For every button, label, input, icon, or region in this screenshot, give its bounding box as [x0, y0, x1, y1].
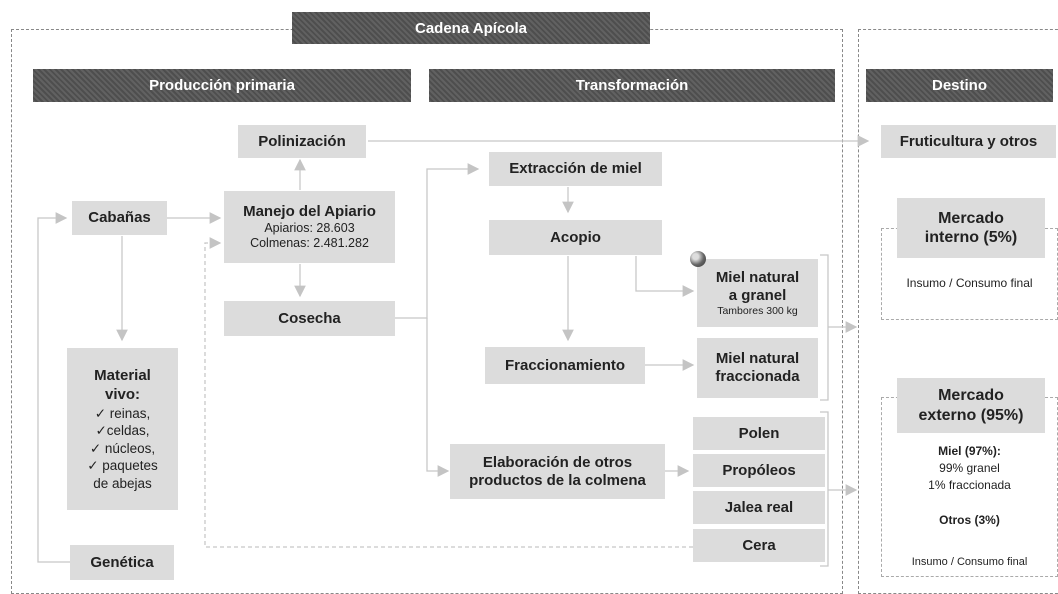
node-polen-label: Polen [738, 424, 780, 442]
material-line2: vivo: [104, 386, 140, 404]
miel-granel-sub: Tambores 300 kg [717, 304, 798, 317]
miel-fraccionada-line1: Miel natural [715, 350, 800, 367]
node-jalea-label: Jalea real [724, 498, 794, 516]
section-header-transformacion: Transformación [429, 69, 835, 102]
miel-fraccionada-line2: fraccionada [715, 368, 800, 385]
node-cabanas-label: Cabañas [88, 209, 151, 226]
page-title: Cadena Apícola [292, 12, 650, 44]
section-header-produccion: Producción primaria [33, 69, 411, 102]
mercado-externo-line2: externo (95%) [918, 406, 1024, 424]
node-fraccionamiento-label: Fraccionamiento [504, 356, 626, 374]
node-polinizacion: Polinización [238, 125, 366, 158]
material-item-nucleos: ✓ núcleos, [89, 440, 156, 456]
node-elaboracion: Elaboración de otros productos de la col… [450, 444, 665, 499]
node-manejo-colmenas: Colmenas: 2.481.282 [250, 236, 369, 250]
node-miel-granel: Miel natural a granel Tambores 300 kg [697, 259, 818, 327]
node-manejo-title: Manejo del Apiario [243, 203, 376, 220]
material-item-abejas: de abejas [93, 475, 152, 491]
location-pin-icon [690, 251, 706, 267]
node-fruticultura-label: Fruticultura y otros [899, 132, 1038, 150]
node-propoleos: Propóleos [693, 454, 825, 487]
mercado-externo-line1: Mercado [938, 387, 1004, 405]
section-header-destino: Destino [866, 69, 1053, 102]
node-genetica: Genética [70, 545, 174, 580]
miel-granel-line1: Miel natural [715, 268, 800, 286]
node-mercado-externo: Mercado externo (95%) [897, 378, 1045, 433]
node-material-vivo: Material vivo: ✓ reinas, ✓celdas, ✓ núcl… [67, 348, 178, 510]
node-acopio-label: Acopio [550, 228, 601, 246]
node-cosecha: Cosecha [224, 301, 395, 336]
node-cera-label: Cera [742, 536, 776, 554]
externo-fraccionada: 1% fraccionada [928, 478, 1011, 492]
node-mercado-interno: Mercado interno (5%) [897, 198, 1045, 258]
externo-granel: 99% granel [939, 461, 1000, 475]
material-line1: Material [94, 366, 151, 384]
miel-granel-line2: a granel [728, 286, 787, 304]
mercado-interno-line1: Mercado [938, 209, 1004, 227]
material-item-paquetes: ✓ paquetes [87, 458, 158, 474]
node-acopio: Acopio [489, 220, 662, 255]
material-item-celdas: ✓celdas, [95, 423, 150, 439]
node-extraccion-label: Extracción de miel [509, 160, 642, 177]
node-polinizacion-label: Polinización [258, 132, 346, 150]
node-fraccionamiento: Fraccionamiento [485, 347, 645, 384]
node-manejo-apiarios: Apiarios: 28.603 [264, 221, 355, 235]
elaboracion-line1: Elaboración de otros [482, 453, 633, 471]
externo-miel: Miel (97%): [938, 444, 1001, 458]
material-item-reinas: ✓ reinas, [94, 405, 151, 421]
node-extraccion: Extracción de miel [489, 152, 662, 186]
node-cabanas: Cabañas [72, 201, 167, 235]
externo-otros: Otros (3%) [939, 513, 1000, 527]
node-genetica-label: Genética [90, 553, 154, 571]
node-miel-fraccionada: Miel natural fraccionada [697, 338, 818, 398]
node-fruticultura: Fruticultura y otros [881, 125, 1056, 158]
node-propoleos-label: Propóleos [722, 461, 796, 479]
mercado-interno-line2: interno (5%) [924, 229, 1018, 246]
node-cosecha-label: Cosecha [278, 309, 341, 327]
node-manejo-apiario: Manejo del Apiario Apiarios: 28.603 Colm… [224, 191, 395, 263]
node-cera: Cera [693, 529, 825, 562]
externo-desc: Insumo / Consumo final [911, 556, 1028, 568]
node-polen: Polen [693, 417, 825, 450]
mercado-interno-desc: Insumo / Consumo final [906, 276, 1033, 290]
node-jalea-real: Jalea real [693, 491, 825, 524]
elaboracion-line2: productos de la colmena [469, 471, 646, 489]
